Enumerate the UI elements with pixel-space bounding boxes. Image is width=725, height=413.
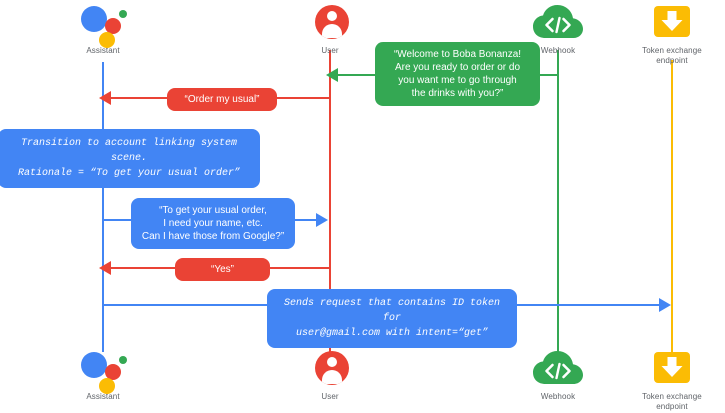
lifeline-webhook [557, 50, 559, 354]
message-bubble-welcome: “Welcome to Boba Bonanza! Are you ready … [375, 42, 540, 106]
user-avatar-head [327, 357, 337, 367]
cloud-code-icon [498, 2, 618, 44]
arrow-head-need-your-name [316, 213, 328, 227]
arrow-head-sends-request [659, 298, 671, 312]
user-avatar-icon [270, 2, 390, 44]
actor-label-webhook: Webhook [540, 392, 576, 401]
assistant-dot-yellow [99, 378, 115, 394]
user-avatar-icon [270, 348, 390, 390]
cloud-code-icon-svg [533, 5, 583, 38]
user-avatar-mask [315, 5, 349, 39]
download-box-icon-svg [654, 352, 690, 383]
message-bubble-need-your-name: “To get your usual order, I need your na… [131, 198, 295, 249]
assistant-dot-red [105, 364, 121, 380]
user-avatar-mask [315, 351, 349, 385]
lifeline-token-endpoint [671, 60, 673, 354]
note-sends-request: Sends request that contains ID token for… [267, 289, 517, 348]
message-bubble-yes: “Yes” [175, 258, 270, 281]
actor-label-webhook: Webhook [540, 46, 576, 55]
user-avatar-head [327, 11, 337, 21]
arrow-head-welcome [326, 68, 338, 82]
assistant-dot-blue [81, 6, 107, 32]
cloud-code-icon [498, 348, 618, 390]
actor-assistant-top: Assistant [43, 2, 163, 56]
arrow-head-order-my-usual [99, 91, 111, 105]
note-transition-account-linking: Transition to account linking system sce… [0, 129, 260, 188]
download-box-icon [612, 2, 725, 44]
actor-user-bottom: User [270, 348, 390, 402]
actor-label-assistant: Assistant [86, 46, 120, 55]
lifeline-user [329, 50, 331, 354]
cloud-code-icon-svg [533, 351, 583, 384]
download-box-icon [612, 348, 725, 390]
actor-label-assistant: Assistant [86, 392, 120, 401]
download-box-icon-svg [654, 6, 690, 37]
actor-token-endpoint-top: Token exchange endpoint [612, 2, 725, 66]
assistant-dot-red [105, 18, 121, 34]
assistant-dot-blue [81, 352, 107, 378]
lifeline-assistant [102, 62, 104, 352]
message-bubble-order-my-usual: “Order my usual” [167, 88, 277, 111]
actor-assistant-bottom: Assistant [43, 348, 163, 402]
actor-label-token-endpoint: Token exchange endpoint [642, 392, 702, 411]
actor-webhook-bottom: Webhook [498, 348, 618, 402]
actor-token-endpoint-bottom: Token exchange endpoint [612, 348, 725, 412]
user-avatar-body [322, 370, 342, 384]
assistant-dot-yellow [99, 32, 115, 48]
actor-label-user: User [321, 392, 339, 401]
actor-user-top: User [270, 2, 390, 56]
actor-label-user: User [321, 46, 339, 55]
assistant-dot-green [119, 356, 127, 364]
actor-webhook-top: Webhook [498, 2, 618, 56]
user-avatar-body [322, 24, 342, 38]
actor-label-token-endpoint: Token exchange endpoint [642, 46, 702, 65]
assistant-dot-green [119, 10, 127, 18]
arrow-head-yes [99, 261, 111, 275]
google-assistant-icon [43, 348, 163, 394]
google-assistant-icon [43, 2, 163, 48]
